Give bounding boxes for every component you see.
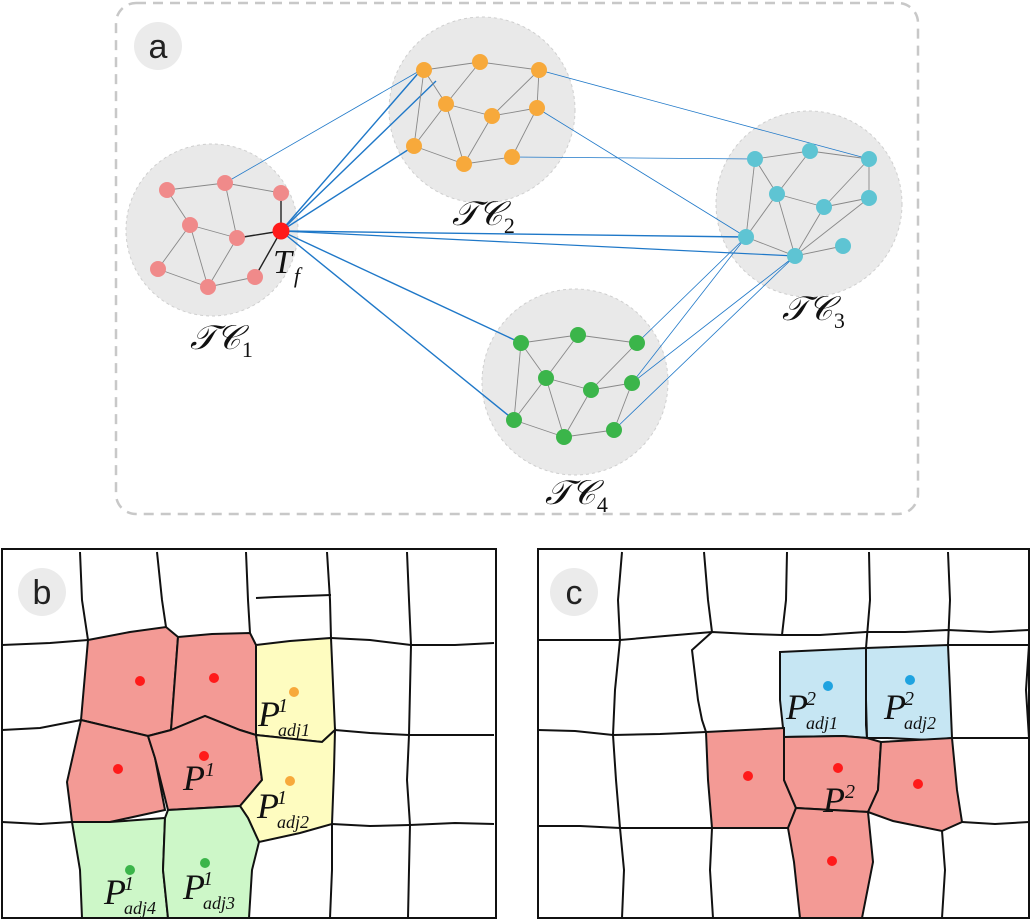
tc3-node xyxy=(787,248,803,264)
cluster-tc2-label: 𝒯𝒞2 xyxy=(452,196,515,238)
tc4-node xyxy=(513,335,529,351)
focus-node-label: Tf xyxy=(273,244,303,288)
panel-b-label: b xyxy=(33,574,52,612)
tc1-node xyxy=(229,230,245,246)
tc4-node xyxy=(624,375,640,391)
panel-c-boundaries xyxy=(537,551,1030,919)
cluster-tc2-nodes xyxy=(406,54,547,172)
tc4-node xyxy=(570,327,586,343)
centroid-dot-target xyxy=(833,763,843,773)
tc1-node xyxy=(273,185,289,201)
centroid-dot-adj1 xyxy=(289,687,299,697)
cluster-tc3-label: 𝒯𝒞3 xyxy=(782,291,845,333)
tc4-node xyxy=(506,412,522,428)
panel-b-badge xyxy=(18,568,66,616)
cluster-tc4: 𝒯𝒞4 xyxy=(506,327,645,517)
centroid-dot-adj1 xyxy=(823,681,833,691)
cluster-tc4-area xyxy=(481,288,669,476)
panel-c-badge xyxy=(550,568,598,616)
cluster-tc3-edges xyxy=(745,150,870,257)
tc3-node xyxy=(747,151,763,167)
tc4-node xyxy=(583,382,599,398)
tc2-node xyxy=(472,54,488,70)
cluster-tc3-nodes xyxy=(738,143,877,264)
tc3-node xyxy=(769,186,785,202)
panel-a: a xyxy=(114,1,920,517)
parcel-b-target-label: P1 xyxy=(182,758,215,798)
tc1-node xyxy=(182,217,198,233)
centroid-dot-adj4 xyxy=(125,865,135,875)
centroid-dot xyxy=(827,856,837,866)
centroid-dot xyxy=(743,771,753,781)
tc4-node xyxy=(629,335,645,351)
tc1-node xyxy=(159,182,175,198)
tc3-node xyxy=(835,238,851,254)
parcel-b-adj3 xyxy=(161,804,261,919)
tc3-node xyxy=(861,190,877,206)
tc3-node xyxy=(802,143,818,159)
cluster-tc1-nodes xyxy=(150,175,289,295)
tc4-node xyxy=(606,422,622,438)
inter-cluster-links xyxy=(224,69,870,431)
tc1-node xyxy=(217,175,233,191)
centroid-dot xyxy=(209,673,219,683)
focus-node-tf xyxy=(272,222,290,240)
centroid-dot xyxy=(913,779,923,789)
cluster-tc1-label: 𝒯𝒞1 xyxy=(190,320,253,362)
panel-b-boundaries xyxy=(1,551,495,919)
panel-a-frame xyxy=(114,1,920,516)
tc1-node xyxy=(247,269,263,285)
centroid-dot-adj3 xyxy=(200,858,210,868)
cluster-tc2-area xyxy=(388,16,576,204)
tc3-node xyxy=(738,229,754,245)
tc2-node xyxy=(529,100,545,116)
parcel-b-adj2 xyxy=(238,727,337,844)
cluster-tc2: 𝒯𝒞2 xyxy=(406,54,547,238)
panel-a-badge xyxy=(134,22,182,70)
cluster-tc2-edges xyxy=(413,61,540,165)
tc2-node xyxy=(456,156,472,172)
tc2-node xyxy=(416,62,432,78)
centroid-dot-adj2 xyxy=(905,675,915,685)
tc2-node xyxy=(531,62,547,78)
cluster-tc4-nodes xyxy=(506,327,645,445)
cluster-tc1: Tf 𝒯𝒞1 xyxy=(150,175,303,362)
tc1-node xyxy=(150,261,166,277)
tc2-node xyxy=(484,108,500,124)
tc3-node xyxy=(861,151,877,167)
tc2-node xyxy=(438,96,454,112)
panel-a-label: a xyxy=(149,28,168,66)
cluster-tc4-label: 𝒯𝒞4 xyxy=(545,475,608,517)
tc4-node xyxy=(538,370,554,386)
tc2-node xyxy=(504,149,520,165)
centroid-dot-target xyxy=(199,751,209,761)
tc2-node xyxy=(406,138,422,154)
parcel-b-neighbor xyxy=(79,625,180,738)
tc3-node xyxy=(816,199,832,215)
centroid-dot xyxy=(113,764,123,774)
cluster-tc3: 𝒯𝒞3 xyxy=(738,143,877,333)
tc4-node xyxy=(556,429,572,445)
centroid-dot-adj2 xyxy=(285,776,295,786)
tc1-node xyxy=(200,279,216,295)
centroid-dot xyxy=(135,676,145,686)
panel-c-label: c xyxy=(566,574,583,612)
parcel-c-target-label: P2 xyxy=(822,780,855,820)
